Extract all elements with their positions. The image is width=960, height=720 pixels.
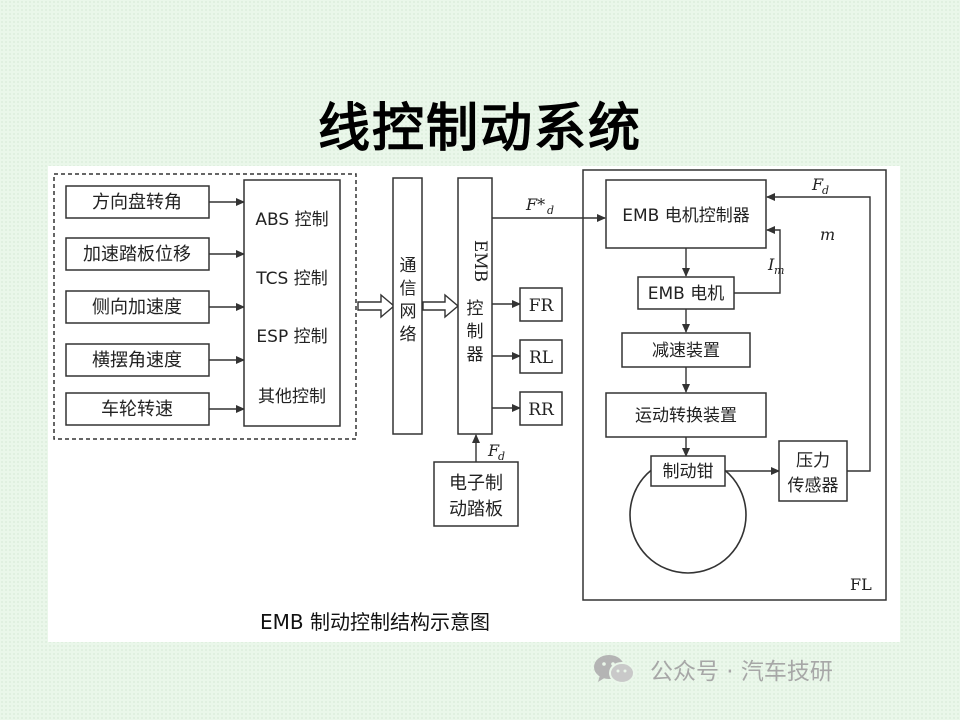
- network-label: 网: [400, 302, 417, 322]
- im-subscript: m: [774, 264, 784, 277]
- network-label: 信: [400, 279, 417, 299]
- wheel-box-fr: FR: [519, 287, 563, 322]
- wechat-icon: [594, 655, 635, 684]
- m-label: m: [820, 225, 835, 244]
- fl-wheel-region: [582, 169, 887, 601]
- control-label: 其他控制: [258, 387, 326, 407]
- emb-diagram: 方向盘转角 加速踏板位移 侧向加速度 横摆角速度 车轮转速: [53, 169, 887, 601]
- fd-right-subscript: d: [822, 184, 829, 197]
- input-box-1: 加速踏板位移: [65, 237, 210, 271]
- fd-pedal-subscript: d: [498, 450, 505, 463]
- converter-label: 运动转换装置: [635, 406, 737, 426]
- fl-label: FL: [850, 575, 872, 594]
- wheel-label: RR: [528, 400, 555, 420]
- input-group-boundary: [53, 173, 357, 440]
- emb-controller-box: EMB 控 制 器: [457, 177, 493, 435]
- double-arrow-to-emb: [422, 293, 460, 319]
- input-box-2: 侧向加速度: [65, 290, 210, 324]
- wheel-label: FR: [529, 296, 555, 316]
- motion-converter-box: 运动转换装置: [605, 392, 767, 438]
- electronic-brake-pedal-box: 电子制 动踏板: [433, 461, 519, 527]
- input-label: 车轮转速: [101, 399, 173, 420]
- fd-pedal-label: F: [487, 441, 500, 460]
- pedal-label: 电子制: [449, 473, 503, 494]
- diagram-panel: 方向盘转角 加速踏板位移 侧向加速度 横摆角速度 车轮转速: [48, 166, 900, 642]
- wheel-arrows: [492, 300, 521, 412]
- input-label: 横摆角速度: [92, 350, 182, 371]
- motor-label: EMB 电机: [648, 284, 724, 304]
- wheel-box-rl: RL: [519, 339, 563, 374]
- input-box-4: 车轮转速: [65, 392, 210, 426]
- pedal-label: 动踏板: [449, 499, 503, 520]
- fd-star-label: F*: [525, 195, 545, 214]
- emb-controller-label: 控: [467, 299, 484, 319]
- diagram-caption: EMB 制动控制结构示意图: [260, 610, 490, 634]
- watermark-text: 公众号 · 汽车技研: [650, 659, 833, 685]
- caliper-label: 制动钳: [663, 462, 714, 482]
- reducer-label: 减速装置: [652, 341, 720, 361]
- pressure-sensor-box: 压力 传感器: [778, 440, 848, 502]
- input-label: 侧向加速度: [92, 297, 182, 318]
- im-feedback-line: [734, 226, 781, 294]
- input-box-3: 横摆角速度: [65, 343, 210, 377]
- page-title: 线控制动系统: [317, 99, 642, 159]
- input-label: 加速踏板位移: [83, 244, 191, 265]
- fd-right-label: F: [811, 175, 824, 194]
- control-label: ESP 控制: [256, 327, 327, 347]
- double-arrow-to-network: [357, 293, 396, 319]
- network-label: 通: [400, 256, 417, 276]
- sensor-label: 传感器: [788, 476, 839, 496]
- emb-motor-controller-box: EMB 电机控制器: [605, 179, 767, 249]
- control-label: TCS 控制: [255, 269, 327, 289]
- motor-controller-label: EMB 电机控制器: [622, 206, 749, 226]
- im-label: I: [767, 255, 775, 274]
- input-box-0: 方向盘转角: [65, 185, 210, 219]
- fd-feedback-line: [766, 193, 871, 472]
- communication-network-box: 通 信 网 络: [392, 177, 423, 435]
- wheel-label: RL: [529, 348, 553, 368]
- input-label: 方向盘转角: [92, 192, 182, 213]
- caliper-box: 制动钳: [650, 455, 726, 487]
- control-label: ABS 控制: [255, 210, 328, 230]
- reducer-box: 减速装置: [621, 332, 751, 368]
- emb-controller-label: 制: [467, 322, 484, 342]
- input-arrows: [209, 198, 245, 413]
- emb-motor-box: EMB 电机: [637, 276, 735, 310]
- control-strategy-box: ABS 控制 TCS 控制 ESP 控制 其他控制: [243, 179, 341, 427]
- emb-controller-label: 器: [467, 345, 484, 365]
- watermark: 公众号 · 汽车技研: [592, 652, 833, 686]
- emb-controller-label-emb: EMB: [470, 240, 490, 282]
- wheel-box-rr: RR: [519, 391, 563, 426]
- sensor-label: 压力: [796, 451, 830, 471]
- fd-star-subscript: d: [547, 204, 554, 217]
- network-label: 络: [400, 325, 417, 345]
